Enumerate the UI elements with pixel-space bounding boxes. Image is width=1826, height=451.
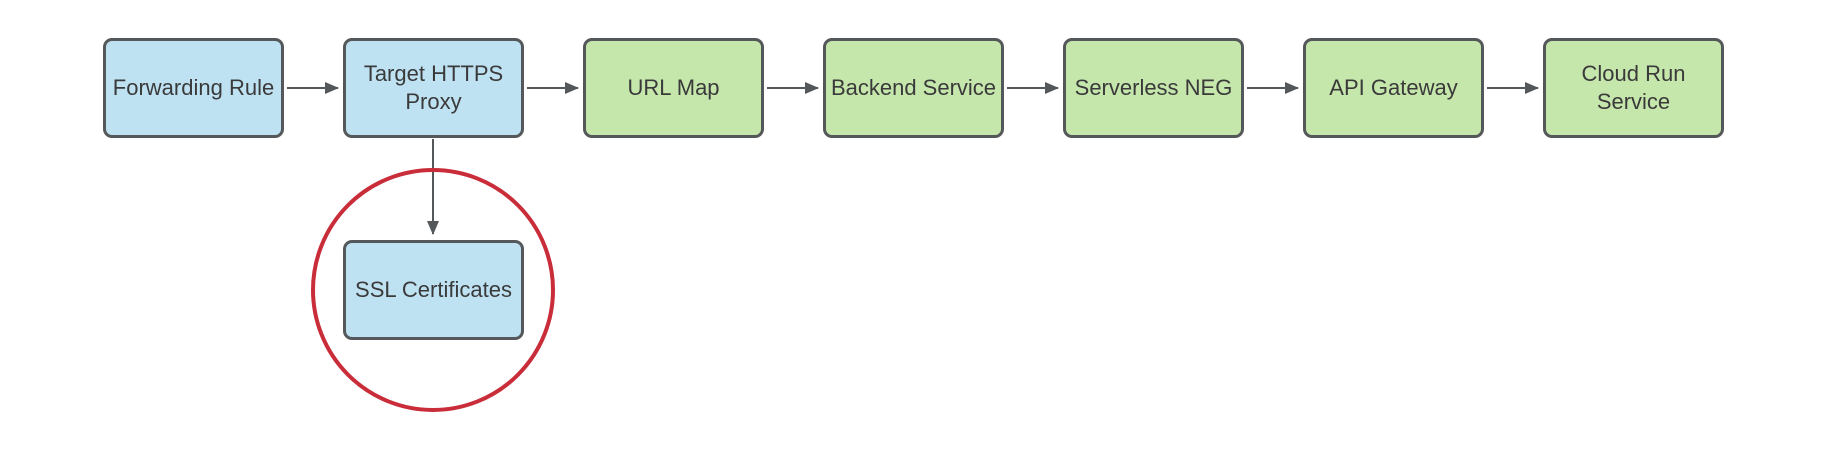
node-label: Target HTTPS Proxy bbox=[346, 60, 521, 116]
node-url-map[interactable]: URL Map bbox=[583, 38, 764, 138]
node-backend-service[interactable]: Backend Service bbox=[823, 38, 1004, 138]
node-target-https-proxy[interactable]: Target HTTPS Proxy bbox=[343, 38, 524, 138]
node-label-line: Serverless NEG bbox=[1074, 75, 1233, 100]
node-label: URL Map bbox=[586, 74, 761, 102]
node-label-line: URL Map bbox=[627, 75, 720, 100]
node-label-line: Backend Service bbox=[830, 75, 997, 100]
node-ssl-certificates[interactable]: SSL Certificates bbox=[343, 240, 524, 340]
node-label: Serverless NEG bbox=[1066, 74, 1241, 102]
node-api-gateway[interactable]: API Gateway bbox=[1303, 38, 1484, 138]
node-label: Cloud Run Service bbox=[1546, 60, 1721, 116]
node-label-line: Forwarding Rule bbox=[112, 75, 275, 100]
node-cloud-run-service[interactable]: Cloud Run Service bbox=[1543, 38, 1724, 138]
node-label-line: SSL Certificates bbox=[355, 277, 512, 302]
node-label-line: Cloud Run bbox=[1581, 61, 1686, 86]
node-label: Forwarding Rule bbox=[106, 74, 281, 102]
node-label: SSL Certificates bbox=[346, 276, 521, 304]
node-label-line: API Gateway bbox=[1329, 75, 1458, 100]
node-serverless-neg[interactable]: Serverless NEG bbox=[1063, 38, 1244, 138]
node-label-line: Service bbox=[1596, 89, 1671, 114]
node-label-line: Target HTTPS bbox=[363, 61, 504, 86]
node-forwarding-rule[interactable]: Forwarding Rule bbox=[103, 38, 284, 138]
node-label: Backend Service bbox=[826, 74, 1001, 102]
node-label-line: Proxy bbox=[405, 89, 462, 114]
node-label: API Gateway bbox=[1306, 74, 1481, 102]
